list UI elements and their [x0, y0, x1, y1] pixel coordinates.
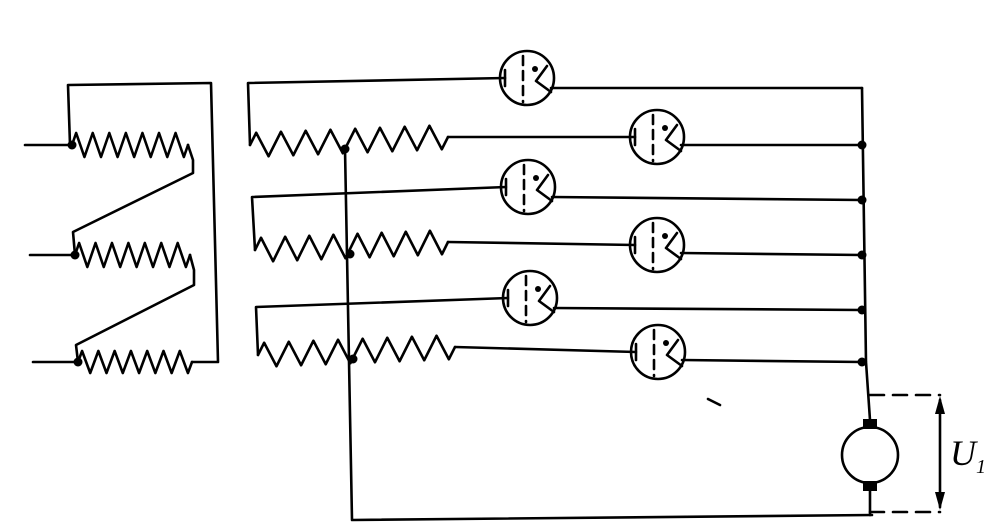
tube-cathode: [535, 173, 554, 203]
tube-cathode: [665, 338, 684, 368]
tube-envelope: [628, 108, 686, 166]
neutral-return-wire: [343, 147, 874, 522]
tube-envelope: [628, 216, 686, 274]
voltage-symbol: U: [950, 433, 976, 473]
tube-output-6: [680, 358, 864, 364]
secondary-upper-lead-3: [254, 296, 510, 357]
tube-dot: [662, 233, 668, 239]
tube-dot: [663, 340, 669, 346]
secondary-winding-2: [253, 229, 450, 263]
output-voltage-label: U1: [950, 432, 986, 479]
bus-dot: [857, 357, 867, 367]
tube-envelope: [629, 323, 687, 381]
voltage-subscript: 1: [976, 456, 986, 479]
positive-bus: [860, 86, 872, 422]
secondary-upper-lead-2: [250, 185, 508, 252]
tube-output-4: [679, 251, 864, 257]
primary-winding-3: [76, 349, 194, 375]
tube-cathode: [534, 64, 553, 94]
stray-mark: [706, 397, 722, 407]
bus-dot: [857, 195, 867, 205]
primary-winding-1: [70, 131, 190, 159]
tube-dot: [533, 175, 539, 181]
center-tap-dot: [348, 354, 358, 364]
rectifier-tube-1: [498, 49, 556, 107]
secondary-lower-lead-2: [446, 240, 637, 247]
tube-dot: [532, 66, 538, 72]
brush-top: [863, 419, 877, 429]
rectifier-tube-2: [628, 108, 686, 166]
arrow-down-icon: [935, 492, 945, 510]
tube-dot: [662, 125, 668, 131]
dc-machine: [840, 425, 900, 485]
tube-envelope: [501, 269, 559, 327]
arrow-up-icon: [935, 396, 945, 414]
primary-winding-2: [73, 241, 192, 269]
brush-bottom: [863, 481, 877, 491]
secondary-lower-lead-3: [453, 345, 638, 354]
tube-output-3: [550, 195, 864, 202]
tube-envelope: [499, 158, 557, 216]
tube-envelope: [498, 49, 556, 107]
rectifier-tube-5: [501, 269, 559, 327]
secondary-winding-1: [248, 124, 450, 158]
tube-dot: [535, 286, 541, 292]
secondary-upper-lead-1: [246, 76, 507, 147]
junction-dot: [67, 140, 77, 150]
junction-dot: [70, 250, 80, 260]
primary-return: [66, 81, 220, 364]
tube-cathode: [664, 231, 683, 261]
secondary-winding-3: [256, 334, 457, 368]
tube-cathode: [664, 123, 683, 153]
primary-link-1-2: [71, 143, 195, 257]
junction-dot: [73, 357, 83, 367]
primary-link-2-3: [74, 253, 196, 364]
rectifier-tube-6: [629, 323, 687, 381]
rectifier-tube-4: [628, 216, 686, 274]
rectifier-tube-3: [499, 158, 557, 216]
tube-cathode: [537, 284, 556, 314]
tube-output-5: [552, 306, 864, 312]
